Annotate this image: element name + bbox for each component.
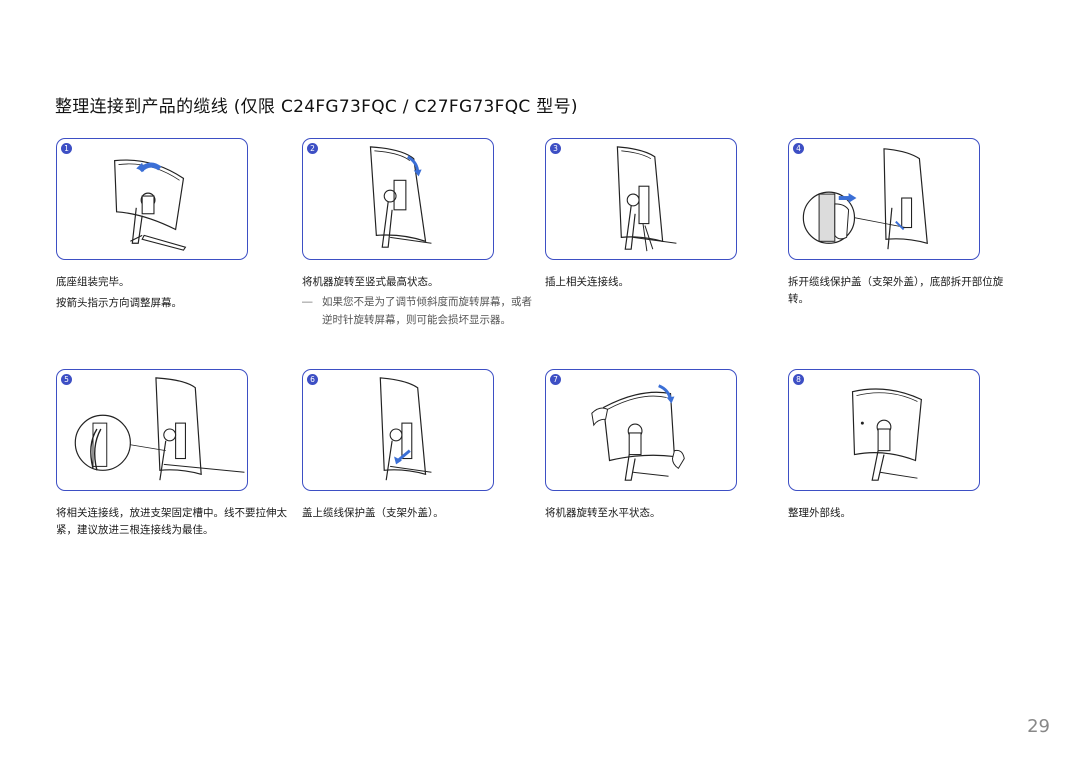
- step-3-badge: 3: [550, 143, 561, 154]
- step-3-text-line-1: 插上相关连接线。: [545, 276, 629, 288]
- step-3-caption: 插上相关连接线。: [545, 274, 785, 291]
- step-2-text-line-1: 将机器旋转至竖式最高状态。: [302, 276, 439, 288]
- step-3-illustration: 3: [545, 138, 737, 260]
- step-7-illustration: 7: [545, 369, 737, 491]
- step-6-badge: 6: [307, 374, 318, 385]
- step-2-badge: 2: [307, 143, 318, 154]
- step-2-note: ― 如果您不是为了调节倾斜度而旋转屏幕，或者逆时针旋转屏幕，则可能会损坏显示器。: [302, 294, 542, 329]
- route-cables-holder-icon: [74, 377, 245, 481]
- step-7-badge: 7: [550, 374, 561, 385]
- page-title: 整理连接到产品的缆线 (仅限 C24FG73FQC / C27FG73FQC 型…: [55, 97, 578, 117]
- step-5-illustration: 5: [56, 369, 248, 491]
- step-7-text-line-1: 将机器旋转至水平状态。: [545, 507, 661, 519]
- step-1-badge: 1: [61, 143, 72, 154]
- step-8-caption: 整理外部线。: [788, 505, 1028, 522]
- step-5-caption: 将相关连接线，放进支架固定槽中。线不要拉伸太紧，建议放进三根连接线为最佳。: [56, 505, 292, 539]
- note-dash-mark: ―: [302, 296, 313, 308]
- monitor-back-tilted-icon: [114, 159, 187, 251]
- step-8-illustration: 8: [788, 369, 980, 491]
- step-2-note-text: 如果您不是为了调节倾斜度而旋转屏幕，或者逆时针旋转屏幕，则可能会损坏显示器。: [322, 296, 532, 326]
- step-8-text-line-1: 整理外部线。: [788, 507, 851, 519]
- step-5-text-line-1: 将相关连接线，放进支架固定槽中。线不要拉伸太紧，建议放进三根连接线为最佳。: [56, 507, 287, 536]
- step-2-caption: 将机器旋转至竖式最高状态。 ― 如果您不是为了调节倾斜度而旋转屏幕，或者逆时针旋…: [302, 274, 542, 329]
- monitor-connect-cables-icon: [616, 146, 677, 252]
- monitor-rotate-portrait-icon: [369, 146, 432, 248]
- step-5-badge: 5: [61, 374, 72, 385]
- step-1-caption: 底座组装完毕。 按箭头指示方向调整屏幕。: [56, 274, 296, 312]
- step-4-illustration: 4: [788, 138, 980, 260]
- attach-stand-cover-icon: [379, 377, 432, 481]
- page-number: 29: [1027, 716, 1050, 737]
- step-1-illustration: 1: [56, 138, 248, 260]
- step-8-badge: 8: [793, 374, 804, 385]
- step-6-text-line-1: 盖上缆线保护盖（支架外盖）。: [302, 507, 444, 519]
- step-7-caption: 将机器旋转至水平状态。: [545, 505, 785, 522]
- step-4-badge: 4: [793, 143, 804, 154]
- remove-stand-cover-icon: [802, 148, 928, 250]
- step-6-caption: 盖上缆线保护盖（支架外盖）。: [302, 505, 542, 522]
- monitor-rotate-landscape-icon: [591, 384, 685, 481]
- step-1-text-line-1: 底座组装完毕。: [56, 276, 130, 288]
- step-2-illustration: 2: [302, 138, 494, 260]
- monitor-back-final-icon: [851, 388, 923, 481]
- step-1-text-line-2: 按箭头指示方向调整屏幕。: [56, 297, 182, 309]
- step-4-text-line-1: 拆开缆线保护盖（支架外盖），底部拆开部位旋转。: [788, 276, 1004, 305]
- step-4-caption: 拆开缆线保护盖（支架外盖），底部拆开部位旋转。: [788, 274, 1023, 308]
- step-6-illustration: 6: [302, 369, 494, 491]
